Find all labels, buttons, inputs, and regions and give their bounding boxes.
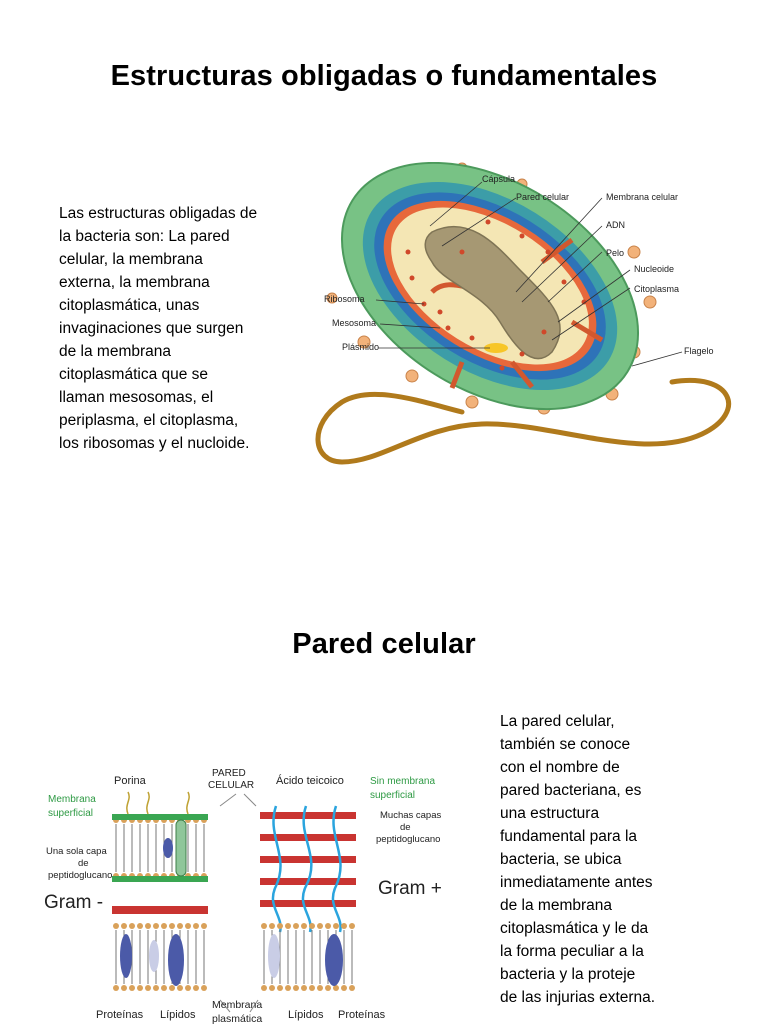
gram-wall-diagram: Porina PARED CELULAR Ácido teicoico Sin … [44,756,464,1026]
label-una-sola-capa-2: de [78,858,89,869]
label-una-sola-capa-3: peptidoglucano [48,870,112,881]
slide-title: Estructuras obligadas o fundamentales [0,60,768,93]
label-sin-membrana-1: Sin membrana [370,776,435,787]
label-membrana-plasmatica-2: plasmática [212,1013,262,1025]
label-capsula: Cápsula [482,174,515,184]
label-lipidos-der: Lípidos [288,1009,324,1021]
label-acido-teicoico: Ácido teicoico [276,774,344,787]
label-membrana-celular: Membrana celular [606,192,678,202]
bacteria-cell-diagram: Cápsula Pared celular Membrana celular A… [312,162,746,476]
slide-title: Pared celular [0,628,768,661]
slide-paragraph: La pared celular, también se conoce con … [500,710,700,1009]
label-porina: Porina [114,775,147,787]
label-muchas-capas-2: de [400,822,411,833]
label-muchas-capas-1: Muchas capas [380,810,442,821]
slide-pared-celular: Pared celular La pared celular, también … [0,512,768,1024]
slide-estructuras: Estructuras obligadas o fundamentales La… [0,0,768,512]
label-muchas-capas-3: peptidoglucano [376,834,440,845]
label-pelo: Pelo [606,248,624,258]
label-pared-2: CELULAR [208,780,254,791]
label-lipidos-izq: Lípidos [160,1009,196,1021]
label-plasmido: Plásmido [342,342,379,352]
label-flagelo: Flagelo [684,346,714,356]
label-membrana-superficial-1: Membrana [48,794,96,805]
label-pared-1: PARED [212,768,246,779]
label-sin-membrana-2: superficial [370,790,415,801]
label-nucleoide: Nucleoide [634,264,674,274]
label-gram-negativo: Gram - [44,892,103,913]
label-membrana-superficial-2: superficial [48,808,93,819]
label-gram-positivo: Gram + [378,878,442,899]
label-ribosoma: Ribosoma [324,294,365,304]
slide-paragraph: Las estructuras obligadas de la bacteria… [59,202,299,455]
gram-positive-wall [260,806,356,991]
label-pared-celular: Pared celular [516,192,569,202]
label-adn: ADN [606,220,625,230]
label-una-sola-capa-1: Una sola capa [46,846,107,857]
label-citoplasma: Citoplasma [634,284,679,294]
label-mesosoma: Mesosoma [332,318,376,328]
label-membrana-plasmatica-1: Membrana [212,999,262,1011]
gram-negative-wall [112,792,208,991]
label-proteinas-izq: Proteínas [96,1009,144,1021]
label-proteinas-der: Proteínas [338,1009,386,1021]
